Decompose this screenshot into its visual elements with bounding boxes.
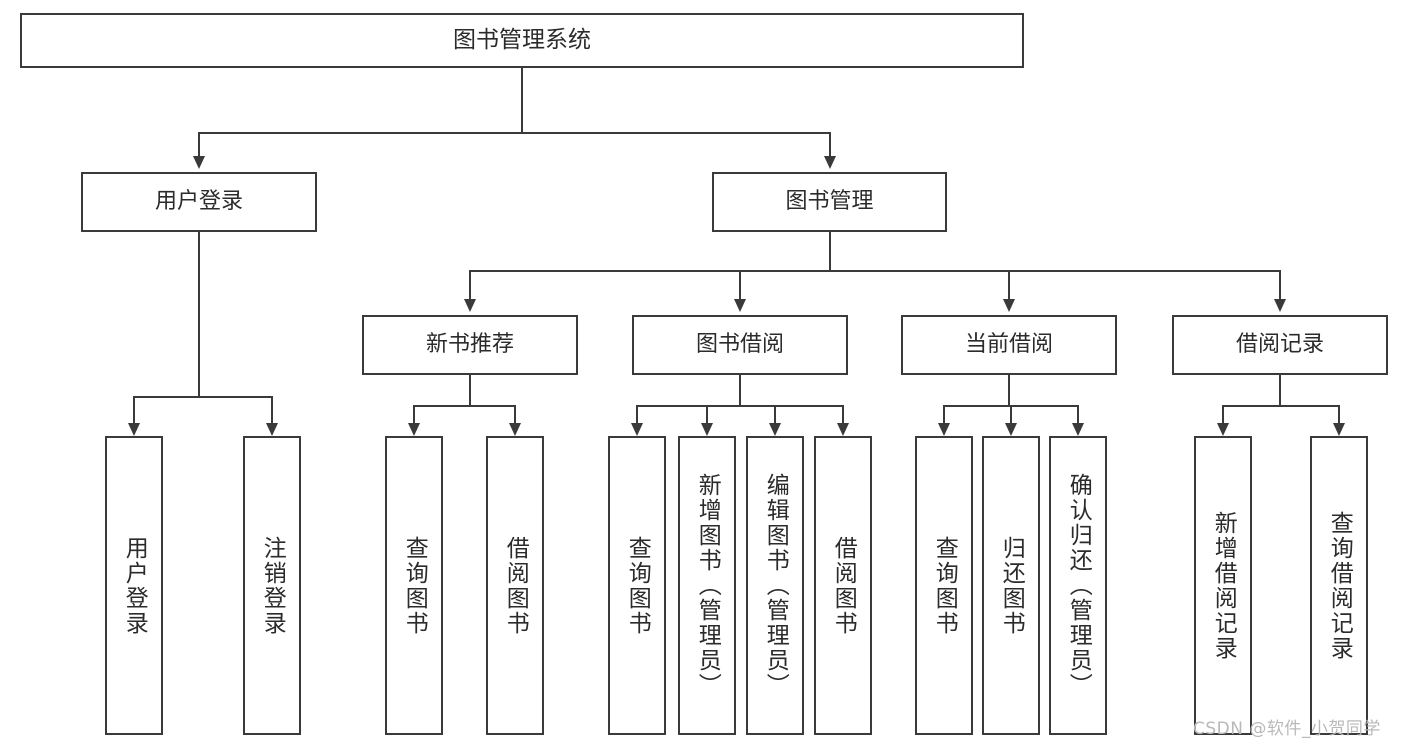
arrow-to-borrow-record (1274, 299, 1286, 312)
edge-to-current-borrow (1008, 270, 1010, 299)
leaf-node-confirm-return-admin[interactable]: 确认归还（管理员） (1049, 436, 1107, 735)
edge-to-leaf-confirm-return-admin (1077, 405, 1079, 423)
node-new-book-recommend[interactable]: 新书推荐 (362, 315, 578, 375)
arrow-to-current-borrow (1003, 299, 1015, 312)
edge-bus-level1 (198, 132, 831, 134)
leaf-label: 借阅图书 (830, 535, 857, 636)
leaf-node-query-book-1[interactable]: 查询图书 (385, 436, 443, 735)
arrow-to-leaf-query-book-3 (938, 423, 950, 436)
edge-bus-borrow-record-leaves (1222, 405, 1339, 407)
arrow-to-book-borrow (734, 299, 746, 312)
arrow-to-leaf-return-book (1005, 423, 1017, 436)
edge-to-leaf-edit-book-admin (774, 405, 776, 423)
arrow-to-user-login (193, 156, 205, 169)
arrow-to-leaf-query-book-2 (631, 423, 643, 436)
arrow-to-new-book-recommend (464, 299, 476, 312)
edge-to-leaf-logout-login (271, 396, 273, 423)
leaf-label: 查询借阅记录 (1326, 510, 1353, 661)
leaf-node-query-borrow-record[interactable]: 查询借阅记录 (1310, 436, 1368, 735)
watermark-text: CSDN @软件_小贺同学 (1193, 719, 1381, 739)
leaf-node-borrow-book-2[interactable]: 借阅图书 (814, 436, 872, 735)
leaf-label: 编辑图书（管理员） (762, 473, 789, 698)
edge-to-borrow-record (1279, 270, 1281, 299)
edge-new-book-recommend-down (469, 375, 471, 406)
node-borrow-record[interactable]: 借阅记录 (1172, 315, 1388, 375)
arrow-to-leaf-user-login (128, 423, 140, 436)
leaf-node-return-book[interactable]: 归还图书 (982, 436, 1040, 735)
node-book-borrow[interactable]: 图书借阅 (632, 315, 848, 375)
node-label: 当前借阅 (964, 332, 1053, 358)
leaf-node-borrow-book-1[interactable]: 借阅图书 (486, 436, 544, 735)
edge-borrow-record-down (1279, 375, 1281, 406)
leaf-label: 归还图书 (998, 535, 1025, 636)
arrow-to-leaf-query-borrow-record (1333, 423, 1345, 436)
arrow-to-leaf-query-book-1 (408, 423, 420, 436)
node-label: 用户登录 (154, 189, 243, 215)
leaf-node-user-login[interactable]: 用户登录 (105, 436, 163, 735)
leaf-label: 查询图书 (931, 535, 958, 636)
leaf-node-query-book-2[interactable]: 查询图书 (608, 436, 666, 735)
arrow-to-leaf-confirm-return-admin (1072, 423, 1084, 436)
edge-to-leaf-borrow-book-1 (514, 405, 516, 423)
edge-to-leaf-query-book-2 (636, 405, 638, 423)
edge-user-login-down (198, 232, 200, 397)
edge-bus-new-book-recommend-leaves (413, 405, 515, 407)
node-label: 图书管理 (785, 189, 874, 215)
leaf-node-edit-book-admin[interactable]: 编辑图书（管理员） (746, 436, 804, 735)
leaf-label: 查询图书 (624, 535, 651, 636)
node-current-borrow[interactable]: 当前借阅 (901, 315, 1117, 375)
arrow-to-leaf-logout-login (266, 423, 278, 436)
edge-to-new-book-recommend (469, 270, 471, 299)
edge-to-leaf-query-book-1 (413, 405, 415, 423)
edge-to-leaf-return-book (1010, 405, 1012, 423)
edge-to-leaf-add-borrow-record (1222, 405, 1224, 423)
arrow-to-leaf-borrow-book-1 (509, 423, 521, 436)
arrow-to-book-manage (824, 156, 836, 169)
leaf-node-add-borrow-record[interactable]: 新增借阅记录 (1194, 436, 1252, 735)
arrow-to-leaf-add-borrow-record (1217, 423, 1229, 436)
node-label: 新书推荐 (425, 332, 514, 358)
leaf-label: 用户登录 (121, 535, 148, 636)
leaf-label: 注销登录 (259, 535, 286, 636)
arrow-to-leaf-borrow-book-2 (837, 423, 849, 436)
node-label: 借阅记录 (1235, 332, 1324, 358)
leaf-label: 确认归还（管理员） (1065, 473, 1092, 698)
leaf-label: 新增图书（管理员） (694, 473, 721, 698)
leaf-label: 借阅图书 (502, 535, 529, 636)
leaf-node-logout-login[interactable]: 注销登录 (243, 436, 301, 735)
edge-to-leaf-borrow-book-2 (842, 405, 844, 423)
node-label: 图书管理系统 (453, 27, 591, 54)
node-user-login[interactable]: 用户登录 (81, 172, 317, 232)
leaf-node-query-book-3[interactable]: 查询图书 (915, 436, 973, 735)
node-label: 图书借阅 (695, 332, 784, 358)
node-root-book-management-system[interactable]: 图书管理系统 (20, 13, 1024, 68)
edge-to-leaf-user-login (133, 396, 135, 423)
arrow-to-leaf-add-book-admin (701, 423, 713, 436)
edge-bus-user-login-leaves (133, 396, 272, 398)
edge-bus-to-user-login (198, 132, 200, 156)
edge-root-to-bus (521, 68, 523, 133)
node-book-management[interactable]: 图书管理 (712, 172, 947, 232)
edge-bus-book-borrow-leaves (636, 405, 843, 407)
leaf-label: 新增借阅记录 (1210, 510, 1237, 661)
edge-book-borrow-down (739, 375, 741, 406)
edge-to-leaf-query-book-3 (943, 405, 945, 423)
edge-to-leaf-add-book-admin (706, 405, 708, 423)
edge-book-manage-down (829, 232, 831, 272)
arrow-to-leaf-edit-book-admin (769, 423, 781, 436)
edge-current-borrow-down (1008, 375, 1010, 406)
edge-bus-level2 (469, 270, 1281, 272)
edge-to-leaf-query-borrow-record (1338, 405, 1340, 423)
edge-bus-to-book-manage (829, 132, 831, 156)
edge-to-book-borrow (739, 270, 741, 299)
leaf-node-add-book-admin[interactable]: 新增图书（管理员） (678, 436, 736, 735)
leaf-label: 查询图书 (401, 535, 428, 636)
